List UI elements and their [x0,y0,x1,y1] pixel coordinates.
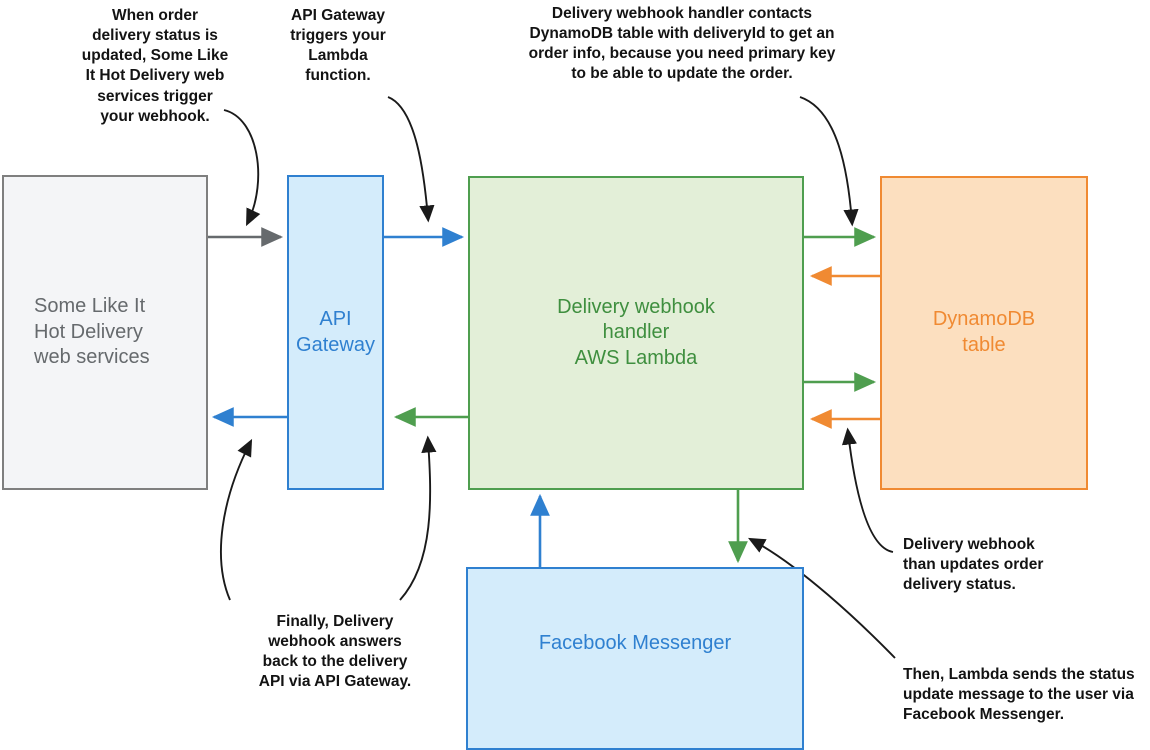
node-web-services[interactable]: Some Like It Hot Delivery web services [2,175,208,490]
node-api-gateway[interactable]: API Gateway [287,175,384,490]
node-lambda[interactable]: Delivery webhook handler AWS Lambda [468,176,804,490]
annotation-webhook-contacts-dynamodb: Delivery webhook handler contacts Dynamo… [528,5,836,83]
annotation-finally-answers-back: Finally, Delivery webhook answers back t… [258,613,412,691]
annotation-order-status-updated: When order delivery status is updated, S… [81,7,229,125]
annotation-api-gateway-triggers: API Gateway triggers your Lambda functio… [290,7,386,85]
node-dynamodb[interactable]: DynamoDB table [880,176,1088,490]
leader-ann-3 [799,96,859,227]
node-facebook-messenger-label: Facebook Messenger [538,632,732,654]
node-web-services-label: Some Like It Hot Delivery web services [34,295,150,369]
node-api-gateway-label: API Gateway [296,307,375,356]
node-dynamodb-label: DynamoDB table [932,308,1036,356]
annotation-webhook-updates-status: Delivery webhook than updates order deli… [903,536,1044,594]
leader-ann-4-left [220,438,253,601]
leader-ann-1 [223,109,261,227]
leader-ann-6 [747,537,896,659]
annotation-lambda-sends-status: Then, Lambda sends the status update mes… [903,666,1135,724]
node-facebook-messenger[interactable]: Facebook Messenger [466,567,804,750]
node-lambda-label: Delivery webhook handler AWS Lambda [557,295,715,369]
leader-ann-2 [387,96,435,223]
leader-ann-4-right [399,435,437,601]
leader-ann-5 [841,427,894,553]
